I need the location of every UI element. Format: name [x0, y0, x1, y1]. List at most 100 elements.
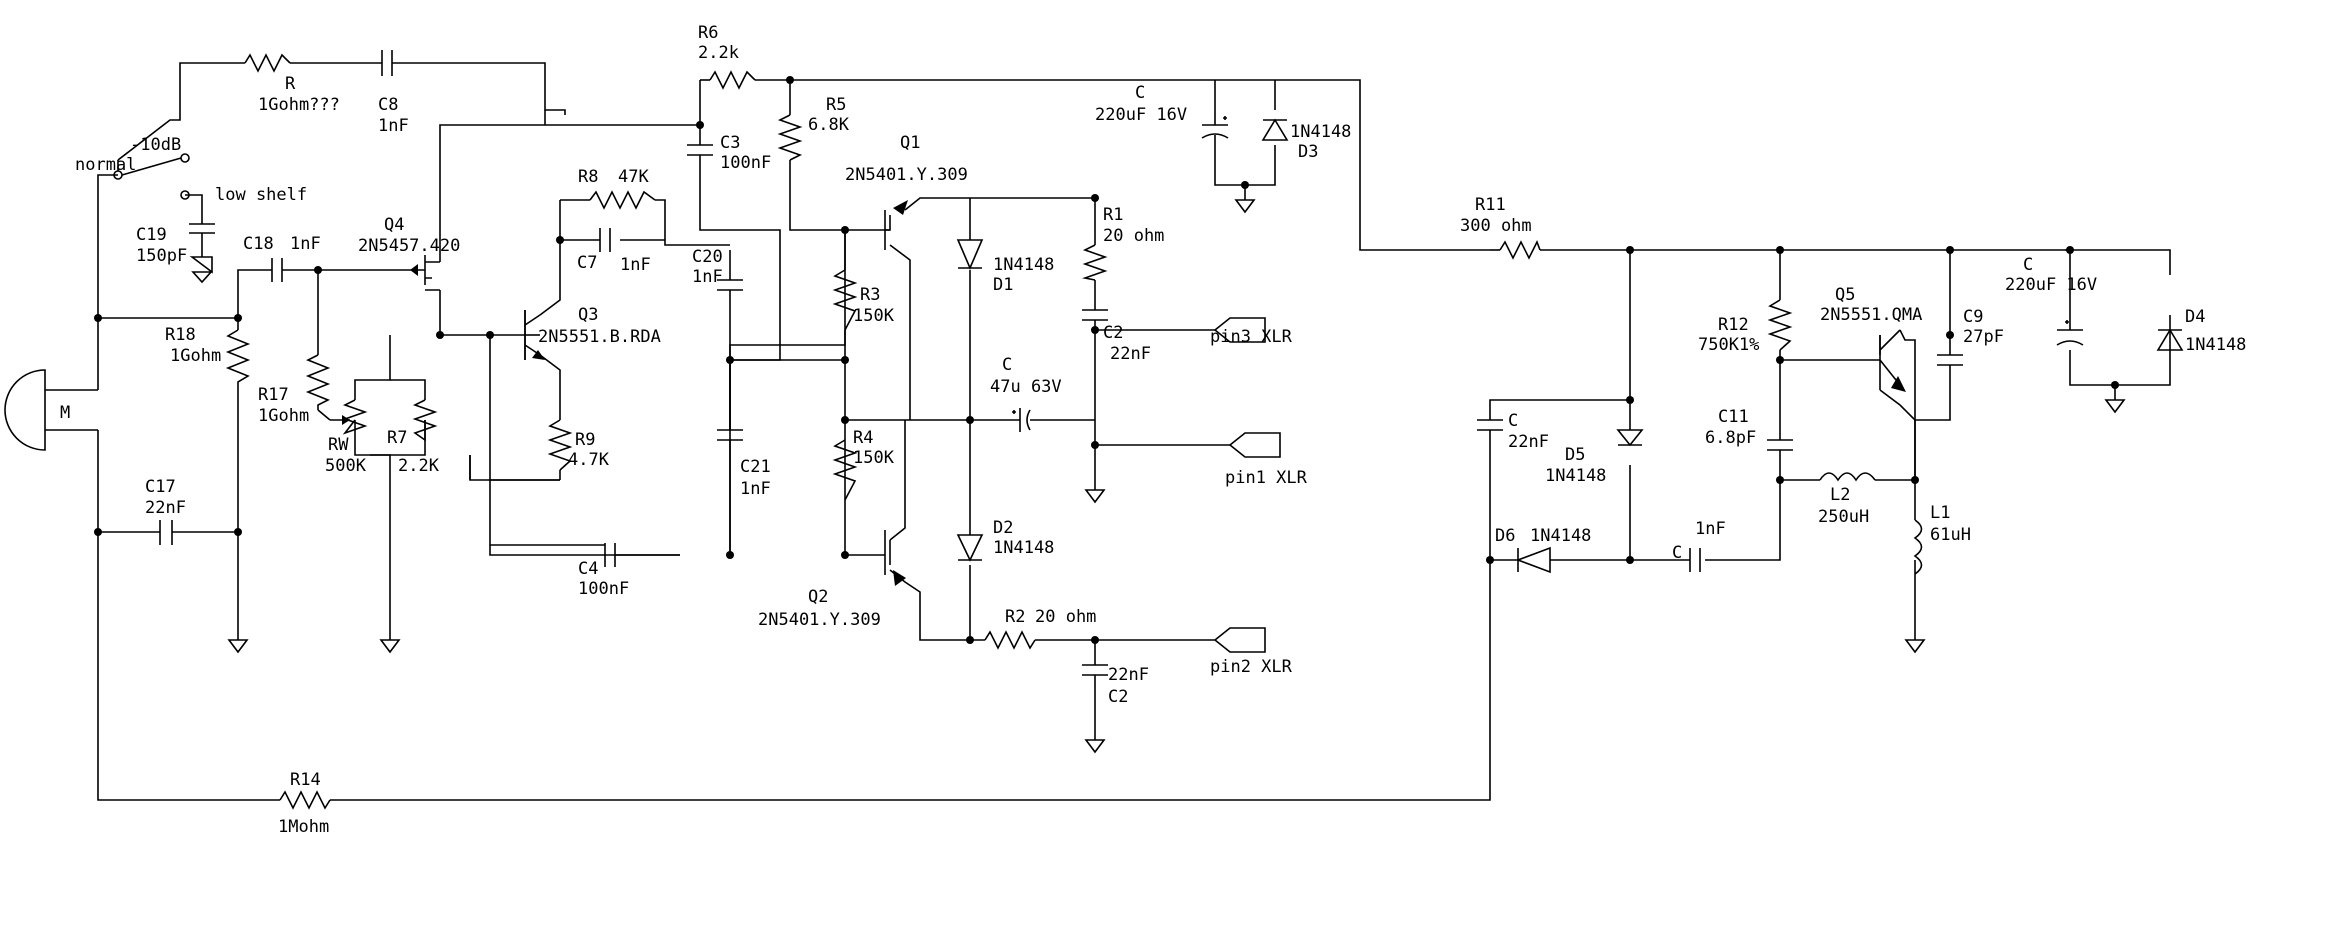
label-r5: R5 — [826, 95, 846, 115]
potentiometer-rw — [330, 399, 368, 435]
resistor-r2 — [984, 630, 1036, 650]
label-q4: Q4 — [384, 215, 404, 235]
label-l1: L1 — [1930, 503, 1950, 523]
resistor-r18 — [225, 329, 251, 390]
capacitor-c21 — [717, 429, 743, 460]
inductor-l1 — [1913, 519, 1923, 575]
resistor-r — [244, 53, 291, 73]
jfet-q4 — [410, 255, 440, 291]
resistor-r3 — [832, 269, 858, 331]
capacitor-c2-lower — [1082, 664, 1108, 690]
label-c7-value: 1nF — [620, 255, 651, 275]
label-c22-value: 22nF — [1508, 432, 1549, 452]
label-rw-value: 500K — [325, 456, 367, 476]
label-c1n: C — [1672, 543, 1682, 563]
label-r17-value: 1Gohm — [258, 406, 309, 426]
capacitor-c1n — [1689, 548, 1701, 572]
switch-contacts — [113, 153, 190, 200]
label-c21-value: 1nF — [740, 479, 771, 499]
label-c20-value: 1nF — [692, 267, 723, 287]
label-c2-upper: C2 — [1103, 323, 1123, 343]
resistor-r1 — [1081, 244, 1108, 281]
label-c8-value: 1nF — [378, 116, 409, 136]
label-c2-upper-value: 22nF — [1110, 344, 1151, 364]
capacitor-c9 — [1937, 335, 1963, 375]
label-c1n-value: 1nF — [1695, 519, 1726, 539]
label-q1-part: 2N5401.Y.309 — [845, 165, 968, 185]
label-c2-lower-value: 22nF — [1108, 665, 1149, 685]
label-c8: C8 — [378, 95, 398, 115]
wires — [97, 62, 2171, 801]
label-r9-value: 4.7K — [568, 450, 610, 470]
label-c2-lower: C2 — [1108, 687, 1128, 707]
diode-d2 — [956, 534, 984, 562]
label-c4-value: 100nF — [578, 579, 629, 599]
label-pin2: pin2 XLR — [1210, 657, 1293, 677]
capacitor-c8 — [375, 50, 400, 76]
label-c220-upper-value: 220uF 16V — [1095, 105, 1187, 125]
label-r14-value: 1Mohm — [278, 817, 329, 837]
label-pin3: pin3 XLR — [1210, 327, 1293, 347]
label-r1: R1 — [1103, 205, 1123, 225]
label-c3: C3 — [720, 133, 740, 153]
label-r7-value: 2.2K — [398, 456, 440, 476]
label-l2: L2 — [1830, 485, 1850, 505]
label-c19: C19 — [136, 225, 167, 245]
label-d2-part: 1N4148 — [993, 538, 1054, 558]
label-d3: D3 — [1298, 142, 1318, 162]
label-c9-value: 27pF — [1963, 327, 2004, 347]
label-d4-part: 1N4148 — [2185, 335, 2246, 355]
label-c3-value: 100nF — [720, 153, 771, 173]
label-r4: R4 — [853, 428, 873, 448]
bjt-q1 — [884, 200, 908, 250]
capacitor-c4 — [604, 543, 680, 567]
label-q5: Q5 — [1835, 285, 1855, 305]
label-r4-value: 150K — [853, 448, 895, 468]
capacitor-c220-lower — [2056, 320, 2084, 346]
label-r17: R17 — [258, 385, 289, 405]
resistor-r8 — [589, 190, 656, 210]
label-r: R — [285, 74, 296, 94]
label-r2-value-visible: 20 ohm — [1035, 607, 1096, 627]
capacitor-c220-upper — [1201, 110, 1229, 145]
capacitor-c7 — [599, 228, 611, 252]
label-q2-part: 2N5401.Y.309 — [758, 610, 881, 630]
label-d3-part: 1N4148 — [1290, 122, 1351, 142]
label-neg10db: -10dB — [130, 135, 181, 155]
label-pin1: pin1 XLR — [1225, 468, 1308, 488]
label-d6-part: 1N4148 — [1530, 526, 1591, 546]
label-c17: C17 — [145, 477, 176, 497]
resistor-r12 — [1767, 299, 1793, 351]
label-c220-lower-value: 220uF 16V — [2005, 275, 2097, 295]
label-q1: Q1 — [900, 133, 920, 153]
label-d4: D4 — [2185, 307, 2205, 327]
diode-d1 — [956, 239, 984, 271]
bjt-q3 — [524, 310, 545, 360]
bjt-q2 — [884, 530, 906, 586]
label-l1-value: 61uH — [1930, 525, 1971, 545]
capacitor-c18 — [265, 258, 285, 282]
label-normal: normal — [75, 155, 136, 175]
resistor-r17 — [305, 354, 331, 410]
labels: R 1Gohm??? C8 1nF -10dB normal low shelf… — [60, 23, 2246, 837]
label-q5-part: 2N5551.QMA — [1820, 305, 1922, 325]
label-r7: R7 — [387, 428, 407, 448]
resistor-r14 — [279, 790, 331, 810]
label-low-shelf: low shelf — [215, 185, 307, 205]
label-c220-upper: C — [1135, 83, 1145, 103]
label-r8: R8 — [578, 167, 598, 187]
label-c47u-value: 47u 63V — [990, 377, 1062, 397]
resistor-r7 — [412, 399, 438, 442]
microphone-m — [4, 369, 98, 451]
label-q3-part: 2N5551.B.RDA — [538, 327, 661, 347]
label-r6-value: 2.2k — [698, 43, 739, 63]
label-c47u: C — [1002, 355, 1012, 375]
label-r11: R11 — [1475, 195, 1506, 215]
label-c17-value: 22nF — [145, 498, 186, 518]
capacitor-c19 — [189, 210, 215, 245]
label-d1: D1 — [993, 275, 1013, 295]
label-r5-value: 6.8K — [808, 115, 850, 135]
resistor-r9 — [547, 419, 573, 471]
resistor-r6 — [709, 70, 756, 90]
